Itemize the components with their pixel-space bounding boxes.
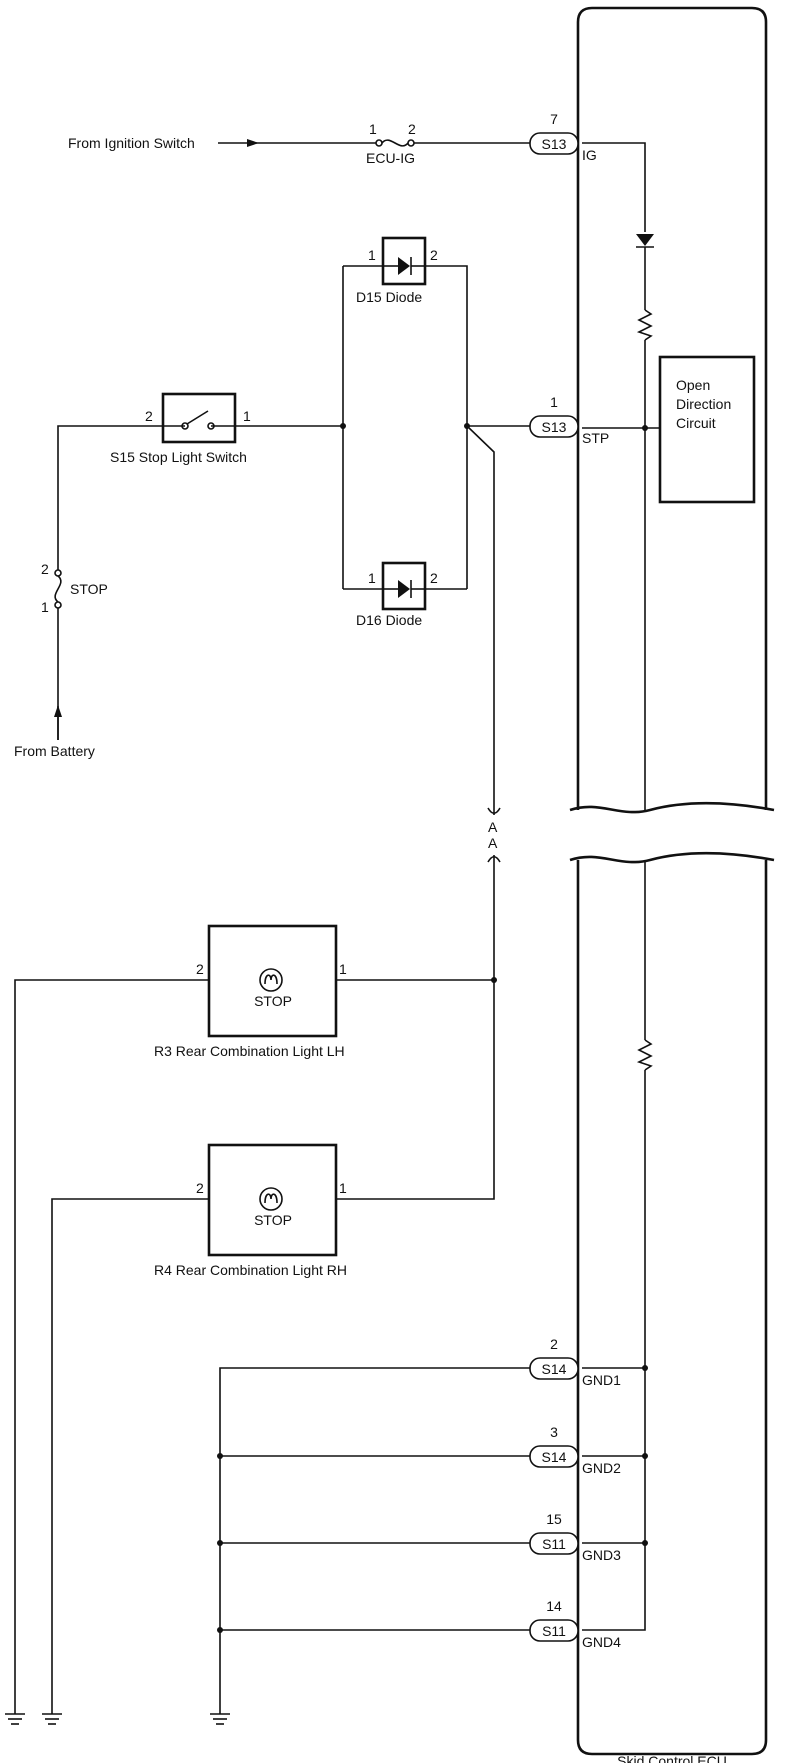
- diode-d16-pin2: 2: [430, 570, 438, 586]
- rear-light-lh-bulb: STOP: [254, 993, 292, 1009]
- fuse-ecu-ig-icon: [375, 139, 415, 147]
- fuse-stop-icon: [54, 569, 62, 609]
- stop-light-switch-box: [161, 392, 237, 444]
- fuse-ecu-ig-label: ECU-IG: [366, 150, 415, 166]
- fuse-stop-pin2: 2: [41, 561, 49, 577]
- rear-light-rh-box: [207, 1143, 338, 1257]
- ground-icon: [42, 1713, 62, 1725]
- ground-icon: [210, 1713, 230, 1725]
- terminal-gnd4-pin: 14: [546, 1598, 562, 1614]
- rear-light-rh-label: R4 Rear Combination Light RH: [154, 1262, 347, 1278]
- terminal-ig-pin: 7: [550, 111, 558, 127]
- connector-s11-gnd3-label: S11: [542, 1536, 566, 1552]
- terminal-stp-pin: 1: [550, 394, 558, 410]
- diode-d15-box: [381, 236, 427, 286]
- terminal-gnd1-name: GND1: [582, 1372, 621, 1388]
- connector-s14-gnd1-label: S14: [542, 1361, 567, 1377]
- connector-s11-gnd3: [529, 1532, 579, 1555]
- stop-light-switch-label: S15 Stop Light Switch: [110, 449, 247, 465]
- connector-s11-gnd4-label: S11: [542, 1623, 566, 1639]
- terminal-ig-name: IG: [582, 147, 597, 163]
- connector-s13-ig: [529, 132, 579, 155]
- connector-s11-gnd4: [529, 1619, 579, 1642]
- gnd-resistor-icon: [636, 1039, 653, 1071]
- terminal-gnd3-pin: 15: [546, 1511, 562, 1527]
- connector-s14-gnd2-label: S14: [542, 1449, 567, 1465]
- connector-s14-gnd1: [529, 1357, 579, 1380]
- bulb-rh-icon: [259, 1187, 283, 1211]
- rear-light-lh-label: R3 Rear Combination Light LH: [154, 1043, 345, 1059]
- ecu-title: Skid Control ECU: [617, 1753, 727, 1763]
- ig-diode-icon: [636, 234, 654, 246]
- fuse-ecu-ig-pin2: 2: [408, 121, 416, 137]
- circuit-label-2: Direction: [676, 396, 731, 412]
- connector-s14-gnd2: [529, 1445, 579, 1468]
- ground-icon: [5, 1713, 25, 1725]
- from-ignition-label: From Ignition Switch: [68, 135, 195, 151]
- terminal-gnd2-pin: 3: [550, 1424, 558, 1440]
- terminal-stp-name: STP: [582, 430, 609, 446]
- ig-resistor-icon: [636, 309, 653, 341]
- terminal-gnd2-name: GND2: [582, 1460, 621, 1476]
- diode-d16-label: D16 Diode: [356, 612, 422, 628]
- terminal-gnd4-name: GND4: [582, 1634, 621, 1650]
- terminal-gnd3-name: GND3: [582, 1547, 621, 1563]
- continuation-label-bottom: A: [488, 835, 498, 851]
- switch-pin-right: 1: [243, 408, 251, 424]
- from-battery-label: From Battery: [14, 743, 95, 759]
- circuit-label-1: Open: [676, 377, 710, 393]
- connector-s13-stp: [529, 415, 579, 438]
- circuit-label-3: Circuit: [676, 415, 716, 431]
- rear-light-lh-pin-right: 1: [339, 961, 347, 977]
- continuation-break-top-icon: [487, 807, 501, 815]
- terminal-gnd1-pin: 2: [550, 1336, 558, 1352]
- fuse-ecu-ig-pin1: 1: [369, 121, 377, 137]
- diode-d16-icon: [383, 580, 425, 598]
- switch-pin-left: 2: [145, 408, 153, 424]
- fuse-stop-label: STOP: [70, 581, 108, 597]
- diode-d15-pin1: 1: [368, 247, 376, 263]
- ecu-body: [569, 6, 775, 1756]
- rear-light-rh-pin-right: 1: [339, 1180, 347, 1196]
- rear-light-lh-box: [207, 924, 338, 1038]
- diode-d16-pin1: 1: [368, 570, 376, 586]
- diode-d15-pin2: 2: [430, 247, 438, 263]
- rear-light-rh-bulb: STOP: [254, 1212, 292, 1228]
- open-direction-circuit-box: [658, 355, 756, 504]
- connector-s13-ig-label: S13: [542, 136, 567, 152]
- bulb-lh-icon: [259, 968, 283, 992]
- ecu-ig-internal-wire: [582, 142, 646, 232]
- diode-d15-label: D15 Diode: [356, 289, 422, 305]
- rear-light-lh-pin-left: 2: [196, 961, 204, 977]
- continuation-label-top: A: [488, 819, 498, 835]
- diode-d15-icon: [383, 257, 425, 275]
- rear-light-rh-pin-left: 2: [196, 1180, 204, 1196]
- connector-s13-stp-label: S13: [542, 419, 567, 435]
- fuse-stop-pin1: 1: [41, 599, 49, 615]
